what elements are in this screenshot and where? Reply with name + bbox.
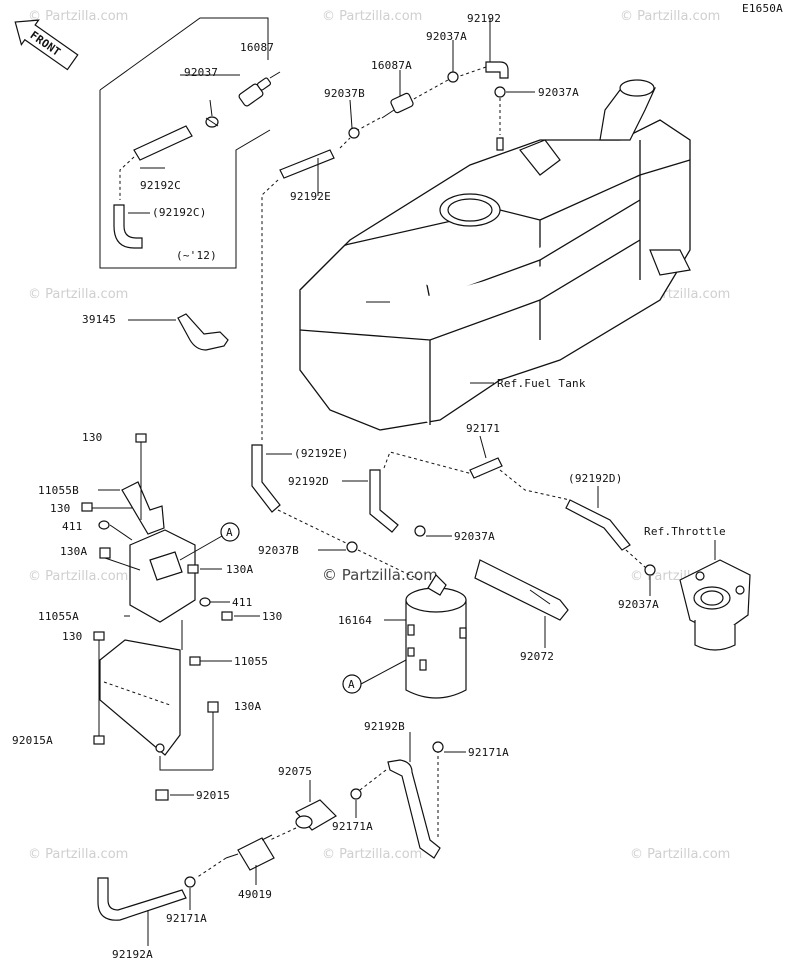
callout-a-upper: A xyxy=(226,526,233,539)
label-411-b: 411 xyxy=(232,596,252,609)
nut-icon xyxy=(189,656,232,666)
label-130a-b: 130A xyxy=(226,563,253,576)
bolt-icon xyxy=(187,564,222,574)
washer-icon xyxy=(199,597,230,607)
washer-icon xyxy=(98,520,133,541)
label-92192c-paren: (92192C) xyxy=(152,206,207,219)
label-92037b-top: 92037B xyxy=(324,87,365,100)
label-49019: 49019 xyxy=(238,888,272,901)
bolt-icon xyxy=(81,502,132,512)
bolt-icon xyxy=(221,611,260,621)
label-92192e: 92192E xyxy=(290,190,331,203)
watermark-center: © Partzilla.com xyxy=(322,566,438,584)
label-411-a: 411 xyxy=(62,520,82,533)
label-92015a: 92015A xyxy=(12,734,53,747)
clip-92171 xyxy=(469,435,503,479)
canister-assembly: A xyxy=(342,559,569,699)
part-labels: 92192 92037A 16087 16087A 92037 92037A 9… xyxy=(12,12,726,961)
watermark: © Partzilla.com xyxy=(620,9,720,24)
label-12: (~'12) xyxy=(176,249,217,262)
label-92192c: 92192C xyxy=(140,179,181,192)
label-92037a-right: 92037A xyxy=(538,86,579,99)
label-ref-fuel-tank: Ref.Fuel Tank xyxy=(497,377,586,390)
label-16164: 16164 xyxy=(338,614,372,627)
watermark: © Partzilla.com xyxy=(28,287,128,302)
elbow-hose-92192c xyxy=(113,204,143,249)
callout-a-lower: A xyxy=(348,678,355,691)
label-92192b: 92192B xyxy=(364,720,405,733)
nut-icon xyxy=(155,789,194,801)
label-92037a-throttle: 92037A xyxy=(618,598,659,611)
middle-hoses xyxy=(251,435,656,596)
bottom-fuel-line xyxy=(97,732,466,946)
label-92192e-paren: (92192E) xyxy=(294,447,349,460)
label-92171a-a: 92171A xyxy=(468,746,509,759)
bolt-icon xyxy=(135,433,147,520)
label-92072: 92072 xyxy=(520,650,554,663)
watermark: © Partzilla.com xyxy=(630,847,730,862)
label-92192a: 92192A xyxy=(112,948,153,961)
fuel-tank xyxy=(299,79,691,431)
label-92192d: 92192D xyxy=(288,475,329,488)
bolt-icon xyxy=(207,701,219,770)
vent-hose-run xyxy=(261,18,535,440)
label-130a-c: 130A xyxy=(234,700,261,713)
diagram-code: E1650A xyxy=(742,2,783,15)
label-92037a-mid: 92037A xyxy=(454,530,495,543)
breather-hose-group xyxy=(99,17,281,269)
label-130a-a: 130A xyxy=(60,545,87,558)
label-92037-top: 92037 xyxy=(184,66,218,79)
label-11055b: 11055B xyxy=(38,484,79,497)
label-92015: 92015 xyxy=(196,789,230,802)
label-92171a-c: 92171A xyxy=(166,912,207,925)
label-16087: 16087 xyxy=(240,41,274,54)
label-92171a-b: 92171A xyxy=(332,820,373,833)
label-92192d-paren: (92192D) xyxy=(568,472,623,485)
band-39145 xyxy=(128,313,229,351)
fuel-filter-49019 xyxy=(225,834,275,871)
clamp-92037 xyxy=(205,116,219,128)
label-ref-throttle: Ref.Throttle xyxy=(644,525,726,538)
damper-92075 xyxy=(295,799,337,831)
nut-icon xyxy=(93,735,105,745)
bracket-assembly: A xyxy=(81,433,260,801)
label-92037a-top: 92037A xyxy=(426,30,467,43)
canister-16164 xyxy=(405,574,467,699)
label-92075: 92075 xyxy=(278,765,312,778)
label-39145: 39145 xyxy=(82,313,116,326)
bolt-icon xyxy=(99,547,141,571)
check-valve-16087 xyxy=(238,71,281,107)
label-16087a: 16087A xyxy=(371,59,412,72)
label-11055a: 11055A xyxy=(38,610,79,623)
label-130-a: 130 xyxy=(82,431,102,444)
watermark: © Partzilla.com xyxy=(28,569,128,584)
check-valve-16087a xyxy=(381,92,414,119)
watermark: © Partzilla.com xyxy=(28,9,128,24)
label-92171: 92171 xyxy=(466,422,500,435)
label-130-b: 130 xyxy=(50,502,70,515)
label-130-c: 130 xyxy=(262,610,282,623)
label-92192: 92192 xyxy=(467,12,501,25)
bolt-icon xyxy=(93,631,105,740)
watermark: © Partzilla.com xyxy=(322,9,422,24)
label-92037b-mid: 92037B xyxy=(258,544,299,557)
label-130-d: 130 xyxy=(62,630,82,643)
watermark: © Partzilla.com xyxy=(322,847,422,862)
hose-92192c xyxy=(133,125,193,161)
label-11055: 11055 xyxy=(234,655,268,668)
throttle-body xyxy=(679,540,751,651)
watermark: © Partzilla.com xyxy=(28,847,128,862)
